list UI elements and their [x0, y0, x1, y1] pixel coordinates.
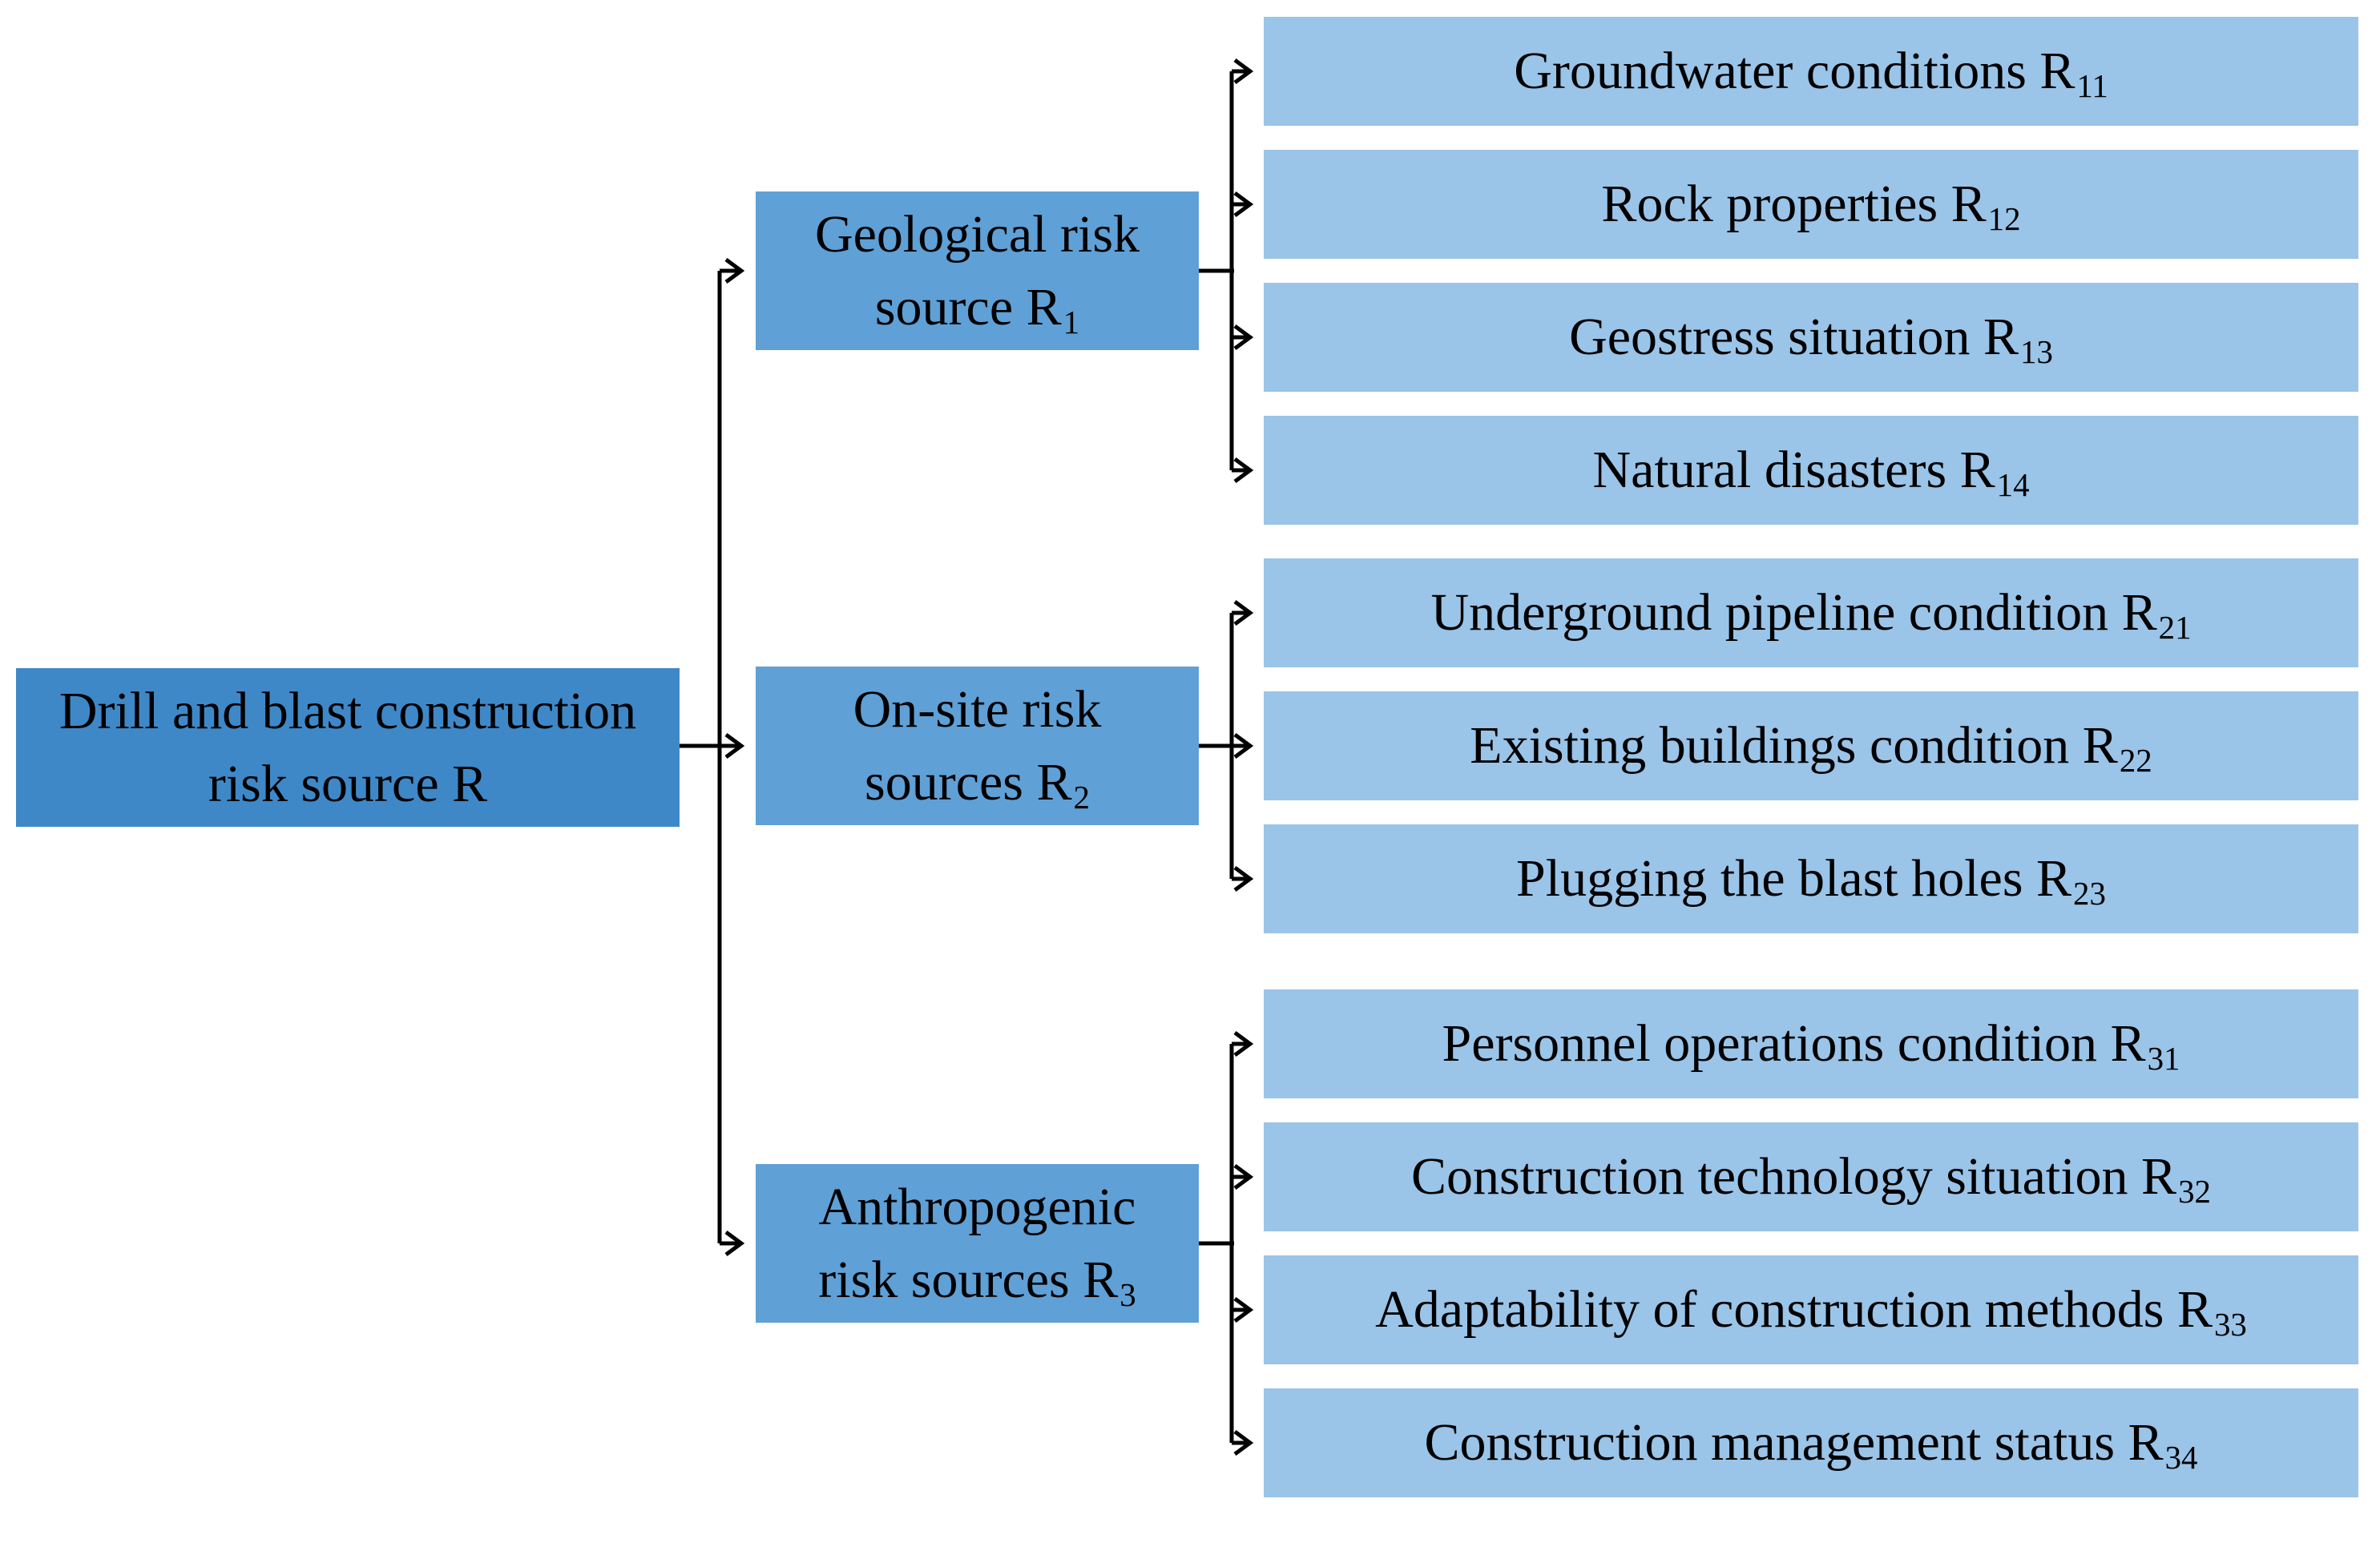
subscript: 13 — [2020, 334, 2053, 371]
branch-node-geological: Geological risk source R1 — [756, 191, 1199, 350]
subscript: 34 — [2164, 1440, 2198, 1477]
leaf-node-label: Natural disasters R14 — [1592, 441, 2030, 504]
leaf-node-r11-groundwater: Groundwater conditions R11 — [1264, 17, 2358, 126]
leaf-node-r23-plugging-blast-holes: Plugging the blast holes R23 — [1264, 824, 2358, 933]
branch-node-onsite: On-site risk sources R2 — [756, 667, 1199, 825]
branch-node-label: Geological risk source R1 — [814, 204, 1140, 341]
leaf-node-r33-adaptability-methods: Adaptability of construction methods R33 — [1264, 1255, 2358, 1364]
leaf-node-r14-natural-disasters: Natural disasters R14 — [1264, 416, 2358, 525]
leaf-node-label: Rock properties R12 — [1601, 175, 2021, 238]
root-node-label: Drill and blast construction risk source… — [58, 681, 637, 813]
leaf-node-label: Construction management status R34 — [1424, 1413, 2198, 1477]
leaf-node-r21-underground-pipeline: Underground pipeline condition R21 — [1264, 558, 2358, 667]
leaf-node-r13-geostress: Geostress situation R13 — [1264, 283, 2358, 392]
subscript: 22 — [2119, 743, 2152, 780]
subscript: 11 — [2076, 68, 2108, 105]
subscript: 33 — [2213, 1307, 2247, 1344]
subscript: 21 — [2158, 610, 2192, 647]
leaf-node-r22-existing-buildings: Existing buildings condition R22 — [1264, 691, 2358, 800]
leaf-node-label: Underground pipeline condition R21 — [1430, 583, 2192, 647]
subscript: 1 — [1063, 304, 1080, 341]
subscript: 23 — [2073, 876, 2106, 913]
leaf-node-label: Geostress situation R13 — [1569, 308, 2053, 371]
branch-node-label: On-site risk sources R2 — [853, 679, 1102, 816]
subscript: 14 — [1996, 467, 2030, 504]
subscript: 12 — [1987, 201, 2021, 238]
leaf-node-label: Existing buildings condition R22 — [1470, 716, 2152, 780]
leaf-node-r12-rock-properties: Rock properties R12 — [1264, 150, 2358, 259]
root-node-drill-blast: Drill and blast construction risk source… — [16, 668, 680, 827]
leaf-node-label: Construction technology situation R32 — [1410, 1147, 2211, 1211]
leaf-node-r34-construction-management: Construction management status R34 — [1264, 1388, 2358, 1497]
branch-node-anthropogenic: Anthropogenic risk sources R3 — [756, 1164, 1199, 1323]
subscript: 32 — [2178, 1174, 2211, 1211]
leaf-node-label: Personnel operations condition R31 — [1442, 1014, 2180, 1078]
leaf-node-r32-construction-technology: Construction technology situation R32 — [1264, 1122, 2358, 1231]
subscript: 31 — [2147, 1041, 2180, 1078]
branch-node-label: Anthropogenic risk sources R3 — [818, 1177, 1136, 1314]
subscript: 3 — [1119, 1277, 1136, 1314]
leaf-node-r31-personnel-operations: Personnel operations condition R31 — [1264, 989, 2358, 1098]
leaf-node-label: Groundwater conditions R11 — [1514, 42, 2108, 105]
leaf-node-label: Adaptability of construction methods R33 — [1375, 1280, 2247, 1344]
leaf-node-label: Plugging the blast holes R23 — [1516, 849, 2106, 913]
subscript: 2 — [1073, 780, 1090, 816]
